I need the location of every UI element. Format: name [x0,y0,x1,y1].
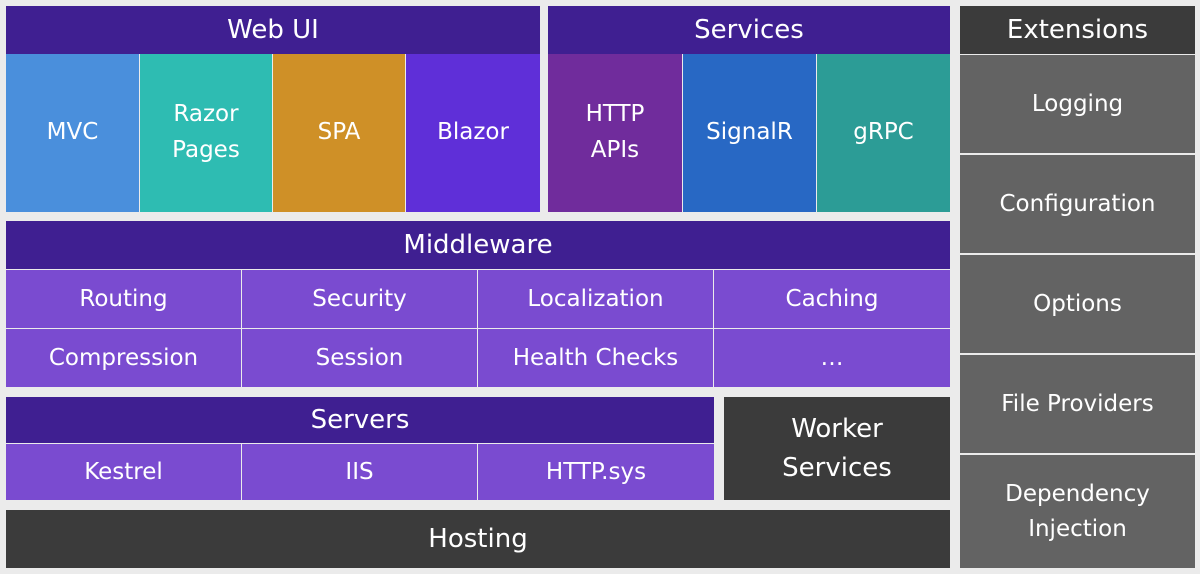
worker-services-block: Worker Services [724,397,950,500]
middleware-item-caching: Caching [714,270,950,328]
services-header: Services [548,6,950,54]
middleware-item-session: Session [242,329,477,387]
extensions-item-dependency-injection: Dependency Injection [960,455,1195,568]
services-item-signalr: SignalR [683,54,816,212]
servers-item-kestrel: Kestrel [6,444,241,500]
middleware-header: Middleware [6,221,950,269]
web-ui-item-spa: SPA [273,54,405,212]
middleware-item-compression: Compression [6,329,241,387]
middleware-item-localization: Localization [478,270,713,328]
middleware-item-routing: Routing [6,270,241,328]
web-ui-item-mvc: MVC [6,54,139,212]
extensions-header: Extensions [960,6,1195,54]
extensions-item-logging: Logging [960,55,1195,153]
web-ui-header: Web UI [6,6,540,54]
services-item-grpc: gRPC [817,54,950,212]
middleware-item-health-checks: Health Checks [478,329,713,387]
hosting-block: Hosting [6,510,950,568]
extensions-item-options: Options [960,255,1195,353]
middleware-item-more: … [714,329,950,387]
extensions-item-configuration: Configuration [960,155,1195,253]
servers-header: Servers [6,397,714,443]
services-item-http-apis: HTTP APIs [548,54,682,212]
web-ui-item-razor-pages: Razor Pages [140,54,272,212]
servers-item-http-sys: HTTP.sys [478,444,714,500]
extensions-item-file-providers: File Providers [960,355,1195,453]
servers-item-iis: IIS [242,444,477,500]
web-ui-item-blazor: Blazor [406,54,540,212]
middleware-item-security: Security [242,270,477,328]
